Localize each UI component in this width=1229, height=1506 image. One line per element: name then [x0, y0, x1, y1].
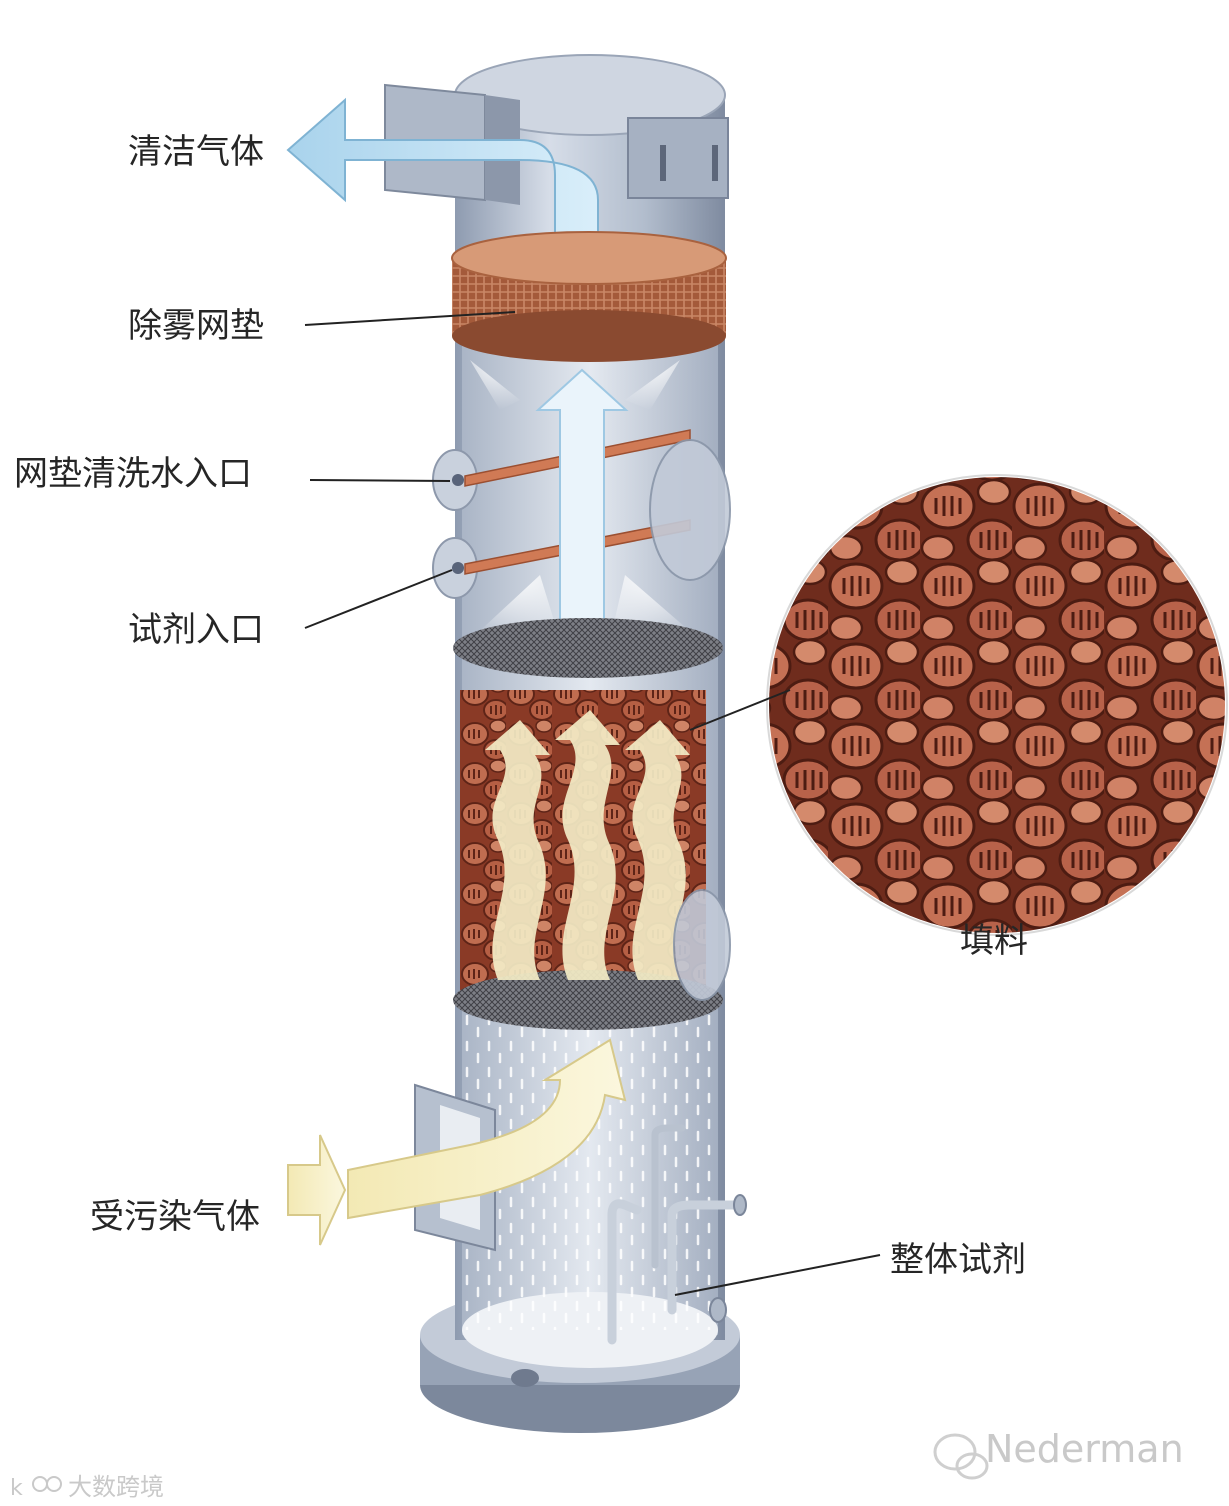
label-bulk-reagent: 整体试剂 [890, 1240, 1026, 1280]
leader-wash-water [310, 480, 450, 481]
drain-nozzle [511, 1369, 539, 1387]
wechat-icon [935, 1435, 975, 1469]
demister-pad [452, 232, 726, 362]
side-manway-upper [650, 440, 730, 580]
brand-watermark-text: Nederman [985, 1427, 1184, 1471]
top-manway [628, 118, 728, 198]
label-clean-gas: 清洁气体 [128, 132, 264, 172]
label-pad-wash-inlet: 网垫清洗水入口 [14, 454, 252, 494]
label-packing: 填料 [960, 921, 1028, 961]
leader-reagent [305, 570, 452, 628]
label-demister-pad: 除雾网垫 [128, 306, 264, 346]
brand-watermark: Nederman [935, 1427, 1184, 1478]
label-reagent-inlet: 试剂入口 [128, 610, 264, 650]
support-grid-top [453, 618, 723, 678]
packing-closeup [767, 475, 1227, 935]
side-manway-lower [674, 890, 730, 1000]
source-watermark-text: 大数跨境 [68, 1473, 164, 1501]
source-logo-icon: k [10, 1476, 23, 1501]
source-watermark: k 大数跨境 [10, 1473, 164, 1501]
label-contaminated-gas: 受污染气体 [90, 1197, 260, 1237]
